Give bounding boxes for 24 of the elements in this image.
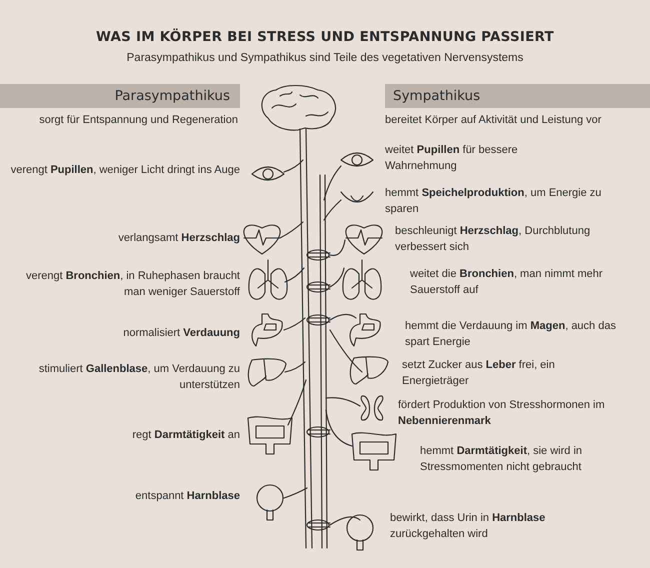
effect-description: fördert Produktion von Stresshormonen im Nebennierenmark	[398, 398, 606, 429]
effect-description: regt Darmtätigkeit an	[131, 428, 240, 443]
effect-description: hemmt Darmtätigkeit, sie wird in Stressmomenten nicht gebraucht	[420, 444, 584, 475]
effect-description: hemmt Speichelproduktion, um Energie zu sparen	[385, 186, 602, 217]
effect-description: stimuliert Gallenblase, um Verdauung zu unterstützen	[38, 362, 240, 393]
header-band	[385, 84, 650, 108]
band-heading: Sympathikus	[393, 88, 480, 104]
effect-description: bereitet Körper auf Aktivität und Leistung vor	[385, 113, 602, 128]
effect-description: verengt Pupillen, weniger Licht dringt ins Auge	[10, 163, 240, 178]
effect-description: normalisiert Verdauung	[122, 326, 240, 341]
effect-description: sorgt für Entspannung und Regeneration	[38, 113, 238, 128]
effect-description: entspannt Harnblase	[134, 489, 240, 504]
effect-description: verengt Bronchien, in Ruhephasen braucht man weniger Sauerstoff	[24, 269, 240, 300]
header-band	[0, 84, 240, 108]
effect-description: weitet Pupillen für bessere Wahrnehmung	[385, 143, 519, 174]
title: WAS IM KÖRPER BEI STRESS UND ENTSPANNUNG PASSIERT	[95, 29, 555, 45]
effect-description: weitet die Bronchien, man nimmt mehr Sauerstoff auf	[410, 267, 604, 298]
effect-description: hemmt die Verdauung im Magen, auch das spart Energie	[405, 319, 617, 350]
effect-description: beschleunigt Herzschlag, Durchblutung verbessert sich	[395, 224, 592, 255]
effect-description: bewirkt, dass Urin in Harnblase zurückgehalten wird	[390, 511, 546, 542]
effect-description: setzt Zucker aus Leber frei, ein Energieträger	[402, 358, 556, 389]
effect-description: verlangsamt Herzschlag	[117, 231, 240, 246]
subtitle: Parasympathikus und Sympathikus sind Teile des vegetativen Nervensystems	[126, 51, 524, 66]
band-heading: Parasympathikus	[114, 88, 230, 104]
